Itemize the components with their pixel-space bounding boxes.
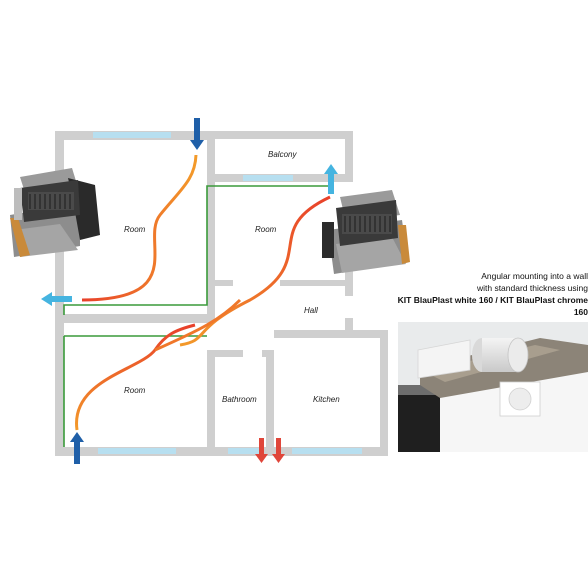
room-label-bathroom: Bathroom: [222, 395, 257, 404]
airflow-curve-middle: [179, 195, 331, 347]
arrow-out-balcony-icon: [324, 164, 338, 194]
ventilation-unit-icon-right: [322, 190, 410, 274]
arrow-exhaust-icon: [255, 438, 285, 463]
caption-product-kits: KIT BlauPlast white 160 / KIT BlauPlast …: [397, 295, 588, 317]
arrow-in-top-icon: [190, 118, 204, 150]
wall-mount-photo: [398, 322, 588, 452]
airflow-curve-left-room: [81, 154, 198, 302]
room-label-hall: Hall: [304, 306, 318, 315]
arrow-in-bottom-icon: [70, 432, 84, 464]
room-label-left-top: Room: [124, 225, 146, 234]
ventilation-unit-icon: [10, 168, 100, 257]
mounting-caption: Angular mounting into a wall with standa…: [392, 270, 588, 318]
room-label-kitchen: Kitchen: [313, 395, 340, 404]
walls: [55, 131, 388, 456]
airflow-curve-middle-lower: [154, 298, 242, 352]
room-label-bottom: Room: [124, 386, 146, 395]
arrow-out-left-icon: [41, 292, 72, 306]
airflow-curve-bottom-room: [75, 323, 196, 431]
caption-line-2: with standard thickness using: [476, 283, 588, 293]
caption-line-1: Angular mounting into a wall: [481, 271, 588, 281]
room-label-right-top: Room: [255, 225, 277, 234]
windows: [93, 132, 362, 454]
room-label-balcony: Balcony: [268, 150, 297, 159]
